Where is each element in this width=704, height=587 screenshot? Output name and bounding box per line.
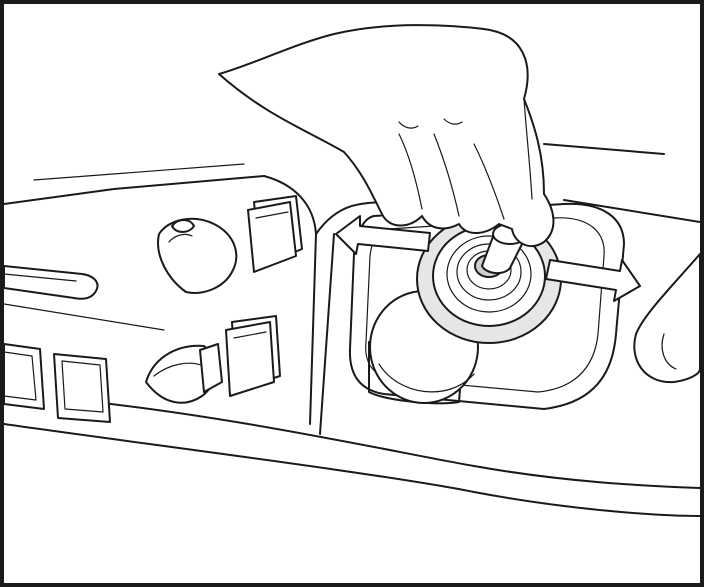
rocker-switch-lower — [225, 315, 281, 397]
console-body — [4, 143, 700, 517]
lower-knob — [145, 343, 223, 404]
arrow-left — [335, 215, 431, 255]
key-icon — [157, 217, 238, 294]
square-buttons — [4, 343, 111, 423]
arrow-right — [545, 259, 641, 302]
armrest — [633, 253, 700, 384]
rocker-switch-upper — [247, 195, 303, 273]
panel-slot — [4, 265, 99, 300]
hand — [218, 24, 555, 248]
joystick-illustration — [4, 24, 700, 517]
